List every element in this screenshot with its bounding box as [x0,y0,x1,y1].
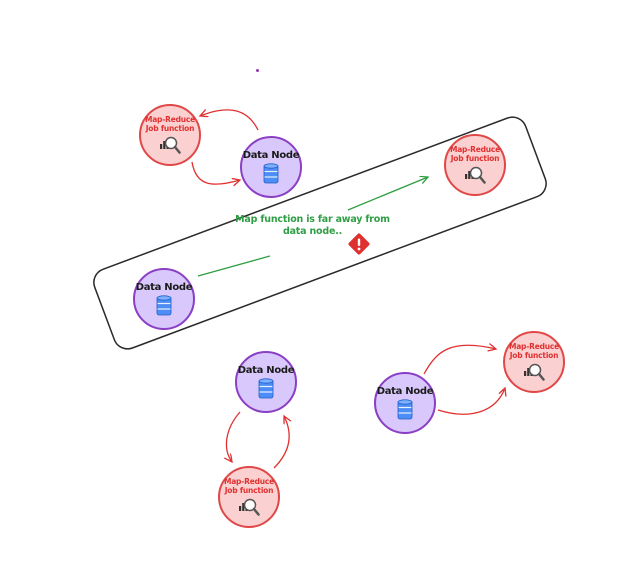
database-icon [156,294,172,315]
arrow-datanode-to-job-far [197,255,271,277]
arrow-datanode-to-job-4b [437,388,505,415]
warning-line1: Map function is far away from [235,214,390,225]
arrow-datanode-to-job-1 [200,110,259,131]
chart-magnifier-icon [160,136,181,154]
job-function-node-1[interactable]: Map-Reduce Job function [139,104,201,166]
job-label-line2: Job function [224,486,274,495]
warning-line2: data node.. [282,226,343,237]
chart-magnifier-icon [465,166,486,184]
job-function-node-4[interactable]: Map-Reduce Job function [503,331,565,393]
highlight-frame [93,116,547,350]
data-node-3[interactable]: Data Node [235,351,297,413]
data-node-label: Data Node [237,364,295,376]
data-node-4[interactable]: Data Node [374,372,436,434]
stray-dot [256,69,259,72]
job-label-line2: Job function [145,124,195,133]
arrow-job-to-datanode-1 [191,161,240,184]
data-node-label: Data Node [242,149,300,161]
arrow-datanode-to-job-3 [226,411,241,462]
data-node-far[interactable]: Data Node [133,268,195,330]
arrow-job-to-datanode-3 [273,416,289,469]
chart-magnifier-icon [524,363,545,381]
database-icon [263,162,279,183]
database-icon [397,398,413,419]
chart-magnifier-icon [239,498,260,516]
job-label-line1: Map-Reduce [449,145,501,154]
job-label-line1: Map-Reduce [223,477,275,486]
arrow-datanode-to-job-far-head [347,177,428,211]
data-node-label: Data Node [376,385,434,397]
warning-message: Map function is far away from data node.… [230,214,395,238]
job-label-line1: Map-Reduce [144,115,196,124]
job-label-line2: Job function [450,154,500,163]
arrow-datanode-to-job-4a [423,345,496,375]
job-label-line1: Map-Reduce [508,342,560,351]
database-icon [258,377,274,398]
job-function-node-3[interactable]: Map-Reduce Job function [218,466,280,528]
job-label-line2: Job function [509,351,559,360]
warning-diamond-icon [348,233,370,255]
job-function-node-far[interactable]: Map-Reduce Job function [444,134,506,196]
data-node-label: Data Node [135,281,193,293]
data-node-1[interactable]: Data Node [240,136,302,198]
